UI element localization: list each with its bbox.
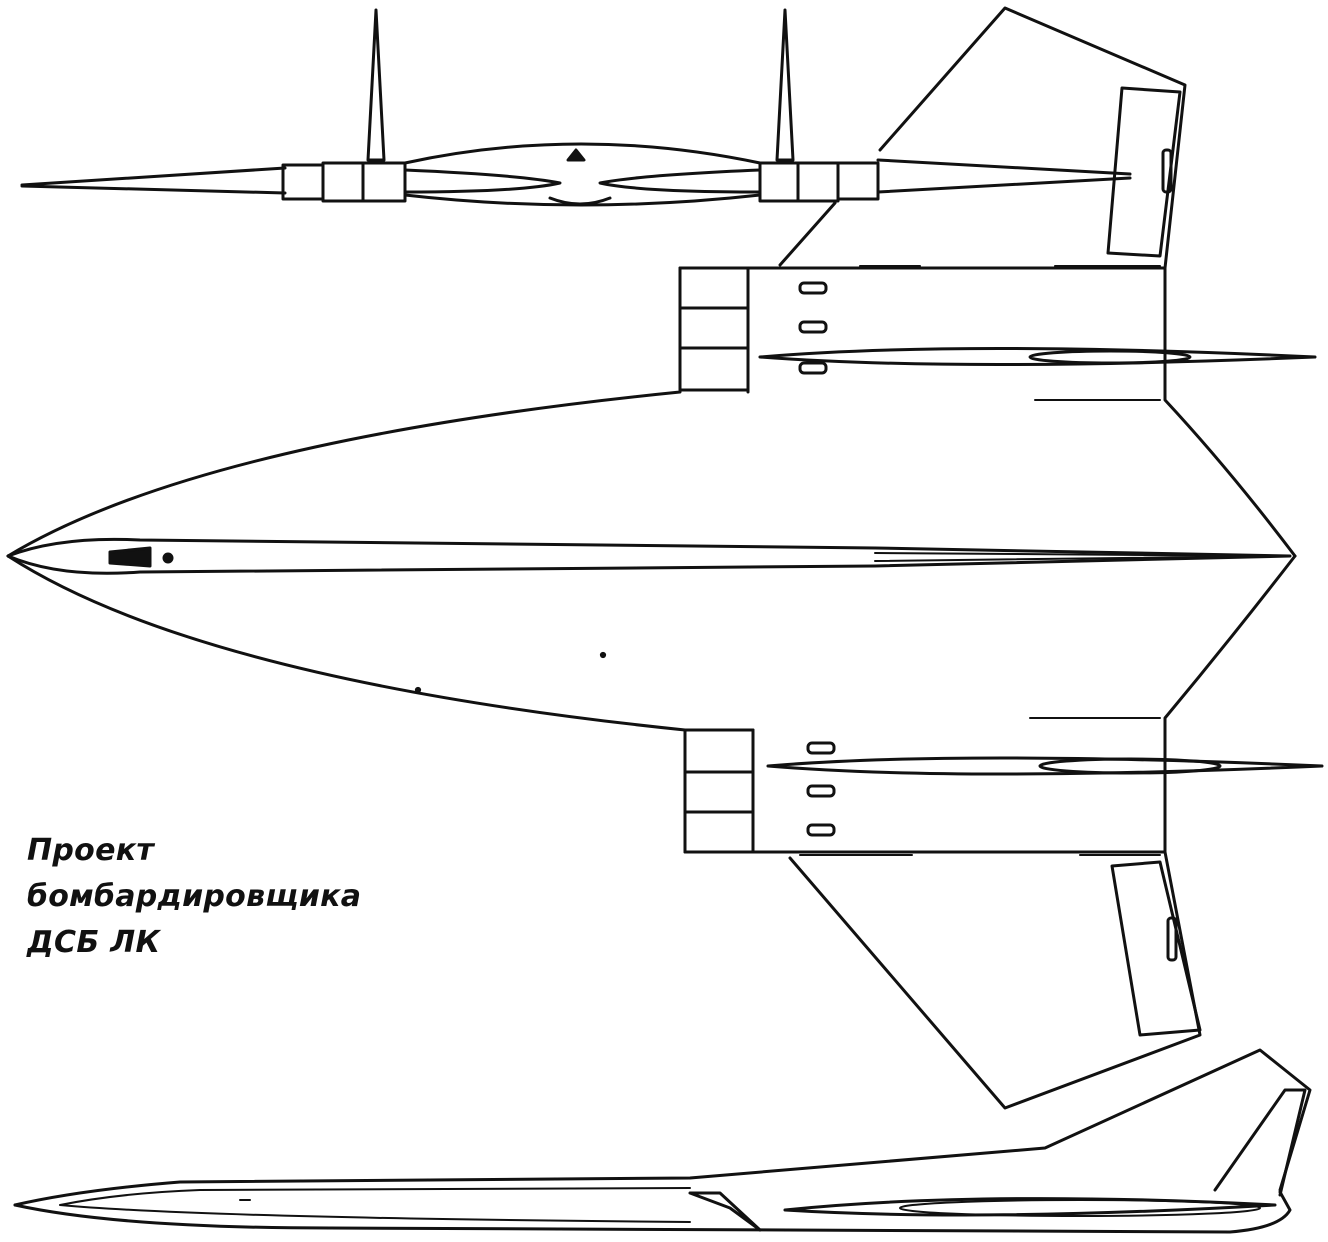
plan-nozzle-lower [1038, 757, 1222, 775]
plan-engine-lower-1 [683, 728, 755, 774]
front-nacelle-right-1 [758, 161, 800, 203]
plan-elevon-lower-tab [1166, 916, 1178, 962]
side-nacelle [783, 1197, 1277, 1217]
caption-line-3: ДСБ ЛК [27, 925, 161, 960]
front-nacelle-left-3 [361, 161, 407, 203]
drawing-caption: Проект бомбардировщика ДСБ ЛК [27, 828, 361, 966]
front-nacelle-right-2 [796, 161, 840, 203]
plan-outline-lower [6, 554, 1297, 854]
plan-wing-upper [878, 6, 1187, 270]
plan-canopy [6, 537, 1292, 575]
caption-line-2: бомбардировщика [27, 879, 362, 914]
side-fuselage-upper [13, 1048, 1312, 1207]
plan-spine [874, 552, 1286, 562]
plan-engine-upper-1 [678, 266, 750, 310]
plan-vent-upper-1 [798, 281, 828, 295]
front-intake-right [598, 168, 762, 194]
plan-elevon-upper-tab [1161, 148, 1173, 194]
plan-engine-lower-2 [683, 770, 755, 814]
plan-wing-lower [788, 850, 1202, 1110]
plan-elevon-lower [1110, 860, 1202, 1037]
side-fuselage-lower [13, 1190, 1292, 1234]
front-cockpit [566, 148, 586, 162]
front-fuselage [403, 142, 762, 207]
plan-nacelle-upper [758, 347, 1317, 366]
plan-nacelle-lower [766, 756, 1324, 776]
front-view [20, 8, 1132, 207]
front-fin-right [775, 8, 795, 162]
plan-engine-lower-3 [683, 810, 755, 854]
plan-engine-upper-2 [678, 306, 750, 350]
front-wing-right [876, 158, 1132, 194]
plan-vent-lower-1 [806, 741, 836, 755]
front-fin-left [366, 8, 386, 162]
side-intake [688, 1191, 762, 1232]
caption-line-1: Проект [27, 833, 155, 868]
plan-wing-upper-root [778, 201, 837, 267]
front-nacelle-left-2 [321, 161, 365, 203]
plan-vent-upper-3 [798, 361, 828, 375]
side-nozzle [899, 1199, 1261, 1217]
plan-cockpit-dot [162, 552, 174, 564]
plan-nozzle-upper [1028, 349, 1192, 365]
plan-vent-upper-2 [798, 320, 828, 334]
plan-cockpit-mark [108, 546, 152, 568]
front-nacelle-left-1 [281, 163, 325, 201]
plan-engine-upper-3 [678, 346, 750, 392]
plan-view [6, 6, 1324, 1110]
plan-elevon-upper [1106, 86, 1182, 258]
front-wing-left [20, 166, 287, 195]
plan-vent-lower-2 [806, 784, 836, 798]
front-belly [548, 196, 612, 206]
plan-outline-upper [6, 266, 1297, 558]
front-intake-left [403, 168, 562, 194]
plan-vent-lower-3 [806, 823, 836, 837]
side-fin [1213, 1088, 1307, 1197]
side-fuselage-inner [59, 1187, 691, 1223]
front-nacelle-right-3 [836, 161, 880, 201]
side-view [13, 1048, 1312, 1234]
